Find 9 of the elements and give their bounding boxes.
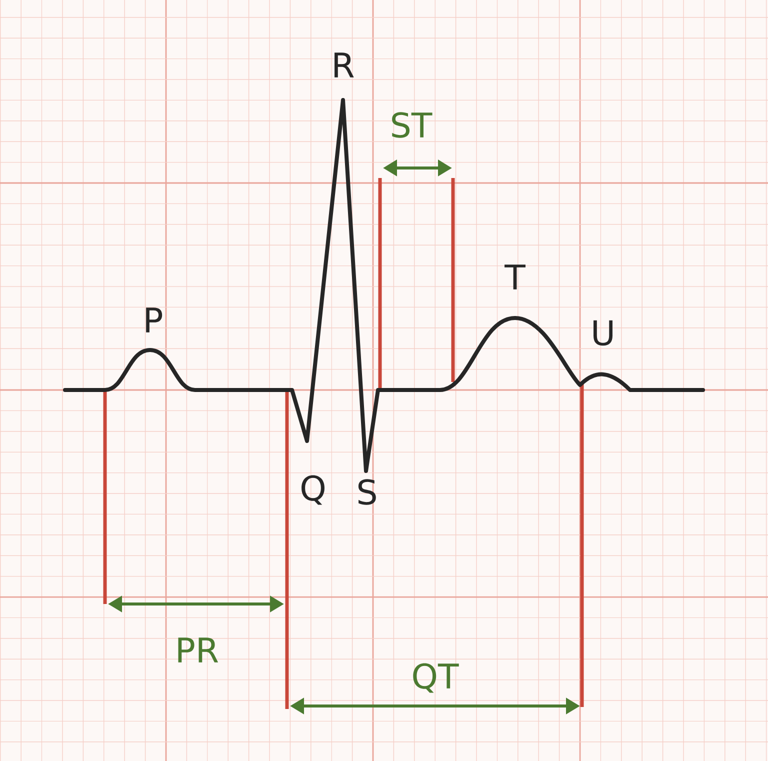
wave-label: PR	[178, 638, 218, 662]
wave-label: ST	[392, 112, 432, 138]
wave-label: R	[334, 52, 354, 78]
wave-label: Q	[302, 475, 324, 505]
wave-label: S	[358, 479, 376, 505]
wave-label: U	[594, 320, 612, 346]
wave-label: T	[504, 264, 526, 290]
wave-label: QT	[413, 663, 459, 693]
wave-label: P	[146, 308, 162, 332]
